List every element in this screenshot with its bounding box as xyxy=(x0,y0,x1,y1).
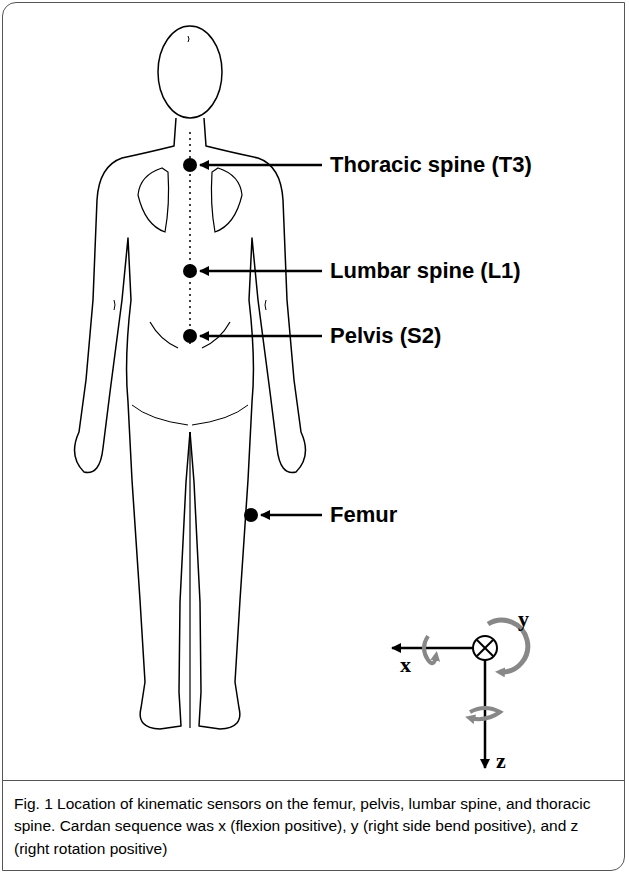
caption-rule xyxy=(2,780,625,781)
sensor-label: Femur xyxy=(330,502,397,528)
figure-caption: Fig. 1 Location of kinematic sensors on … xyxy=(14,793,614,860)
axis-label: x xyxy=(400,652,411,678)
sensor-label: Thoracic spine (T3) xyxy=(330,152,532,178)
axis-label: z xyxy=(496,748,506,774)
sensor-label: Pelvis (S2) xyxy=(330,323,441,349)
sensor-label: Lumbar spine (L1) xyxy=(330,258,521,284)
axis-label: y xyxy=(518,606,529,632)
